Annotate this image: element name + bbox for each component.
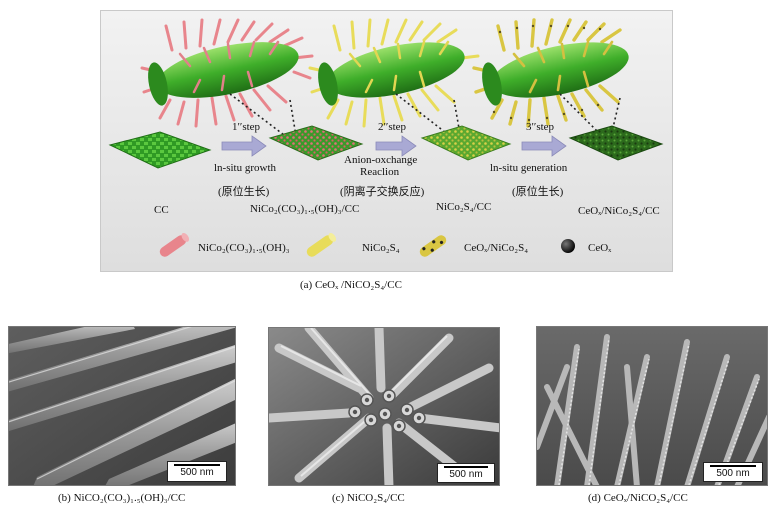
scale-bar-b: 500 nm xyxy=(167,461,227,482)
step-3-process: ln-situ generation xyxy=(490,162,567,174)
legend-nico2s4-label: NiCo₂S₄ xyxy=(362,242,400,254)
step-2-process: Anion-oxchange xyxy=(344,154,417,166)
step-3-label: 3′′step xyxy=(526,121,554,133)
legend-ceox-label: CeOₓ xyxy=(588,242,611,254)
pink-nanowire-rod-illustration xyxy=(142,20,312,126)
zoom-connector-lines xyxy=(230,94,620,138)
stage-nico2s4-label: NiCo₂S₄/CC xyxy=(436,201,491,213)
yellow-nanowire-rod-illustration xyxy=(310,20,478,126)
stage-cc-label: CC xyxy=(154,204,169,216)
ceox-mat-illustration xyxy=(570,126,662,160)
caption-d: (d) CeOₓ/NiCO₂S₄/CC xyxy=(588,492,688,504)
caption-b: (b) NiCO₂(CO₃)₁.₅(OH)₃/CC xyxy=(58,492,185,504)
step-2-process-cn: (阴离子交换反应) xyxy=(340,183,424,199)
cc-mat-illustration xyxy=(110,132,210,168)
stage-ceox-label: CeOₓ/NiCo₂S₄/CC xyxy=(578,205,660,217)
step-2-process-line2: Reaclion xyxy=(360,166,399,178)
ceox-decorated-rod-illustration xyxy=(474,20,633,126)
scale-bar-d-label: 500 nm xyxy=(704,468,762,479)
nico2s4-mat-illustration xyxy=(422,126,510,160)
step-2-label: 2′′step xyxy=(378,121,406,133)
caption-a: (a) CeOₓ /NiCO₂S₄/CC xyxy=(300,279,402,291)
stage-nico-carbonate-label: NiCo₂(CO₃)₁.₅(OH)₃/CC xyxy=(250,203,359,215)
caption-c: (c) NiCO₂S₄/CC xyxy=(332,492,405,504)
scale-bar-b-label: 500 nm xyxy=(168,467,226,478)
sem-image-b: 500 nm xyxy=(8,326,236,486)
sem-image-c: 500 nm xyxy=(268,327,500,486)
step-3-process-cn: (原位生长) xyxy=(512,183,563,199)
legend-ceox-nico2s4-label: CeOₓ/NiCo₂S₄ xyxy=(464,242,528,254)
scale-bar-c: 500 nm xyxy=(437,463,495,483)
scale-bar-c-label: 500 nm xyxy=(438,469,494,480)
schematic-illustration xyxy=(100,10,673,272)
step-1-label: 1′′step xyxy=(232,121,260,133)
scale-bar-d: 500 nm xyxy=(703,462,763,482)
step-1-process-cn: (原位生长) xyxy=(218,183,269,199)
legend-nico-carbonate-label: NiCo₂(CO₃)₁.₅(OH)₃ xyxy=(198,242,290,254)
step-1-process: ln-situ growth xyxy=(214,162,276,174)
sem-image-d: 500 nm xyxy=(536,326,768,486)
